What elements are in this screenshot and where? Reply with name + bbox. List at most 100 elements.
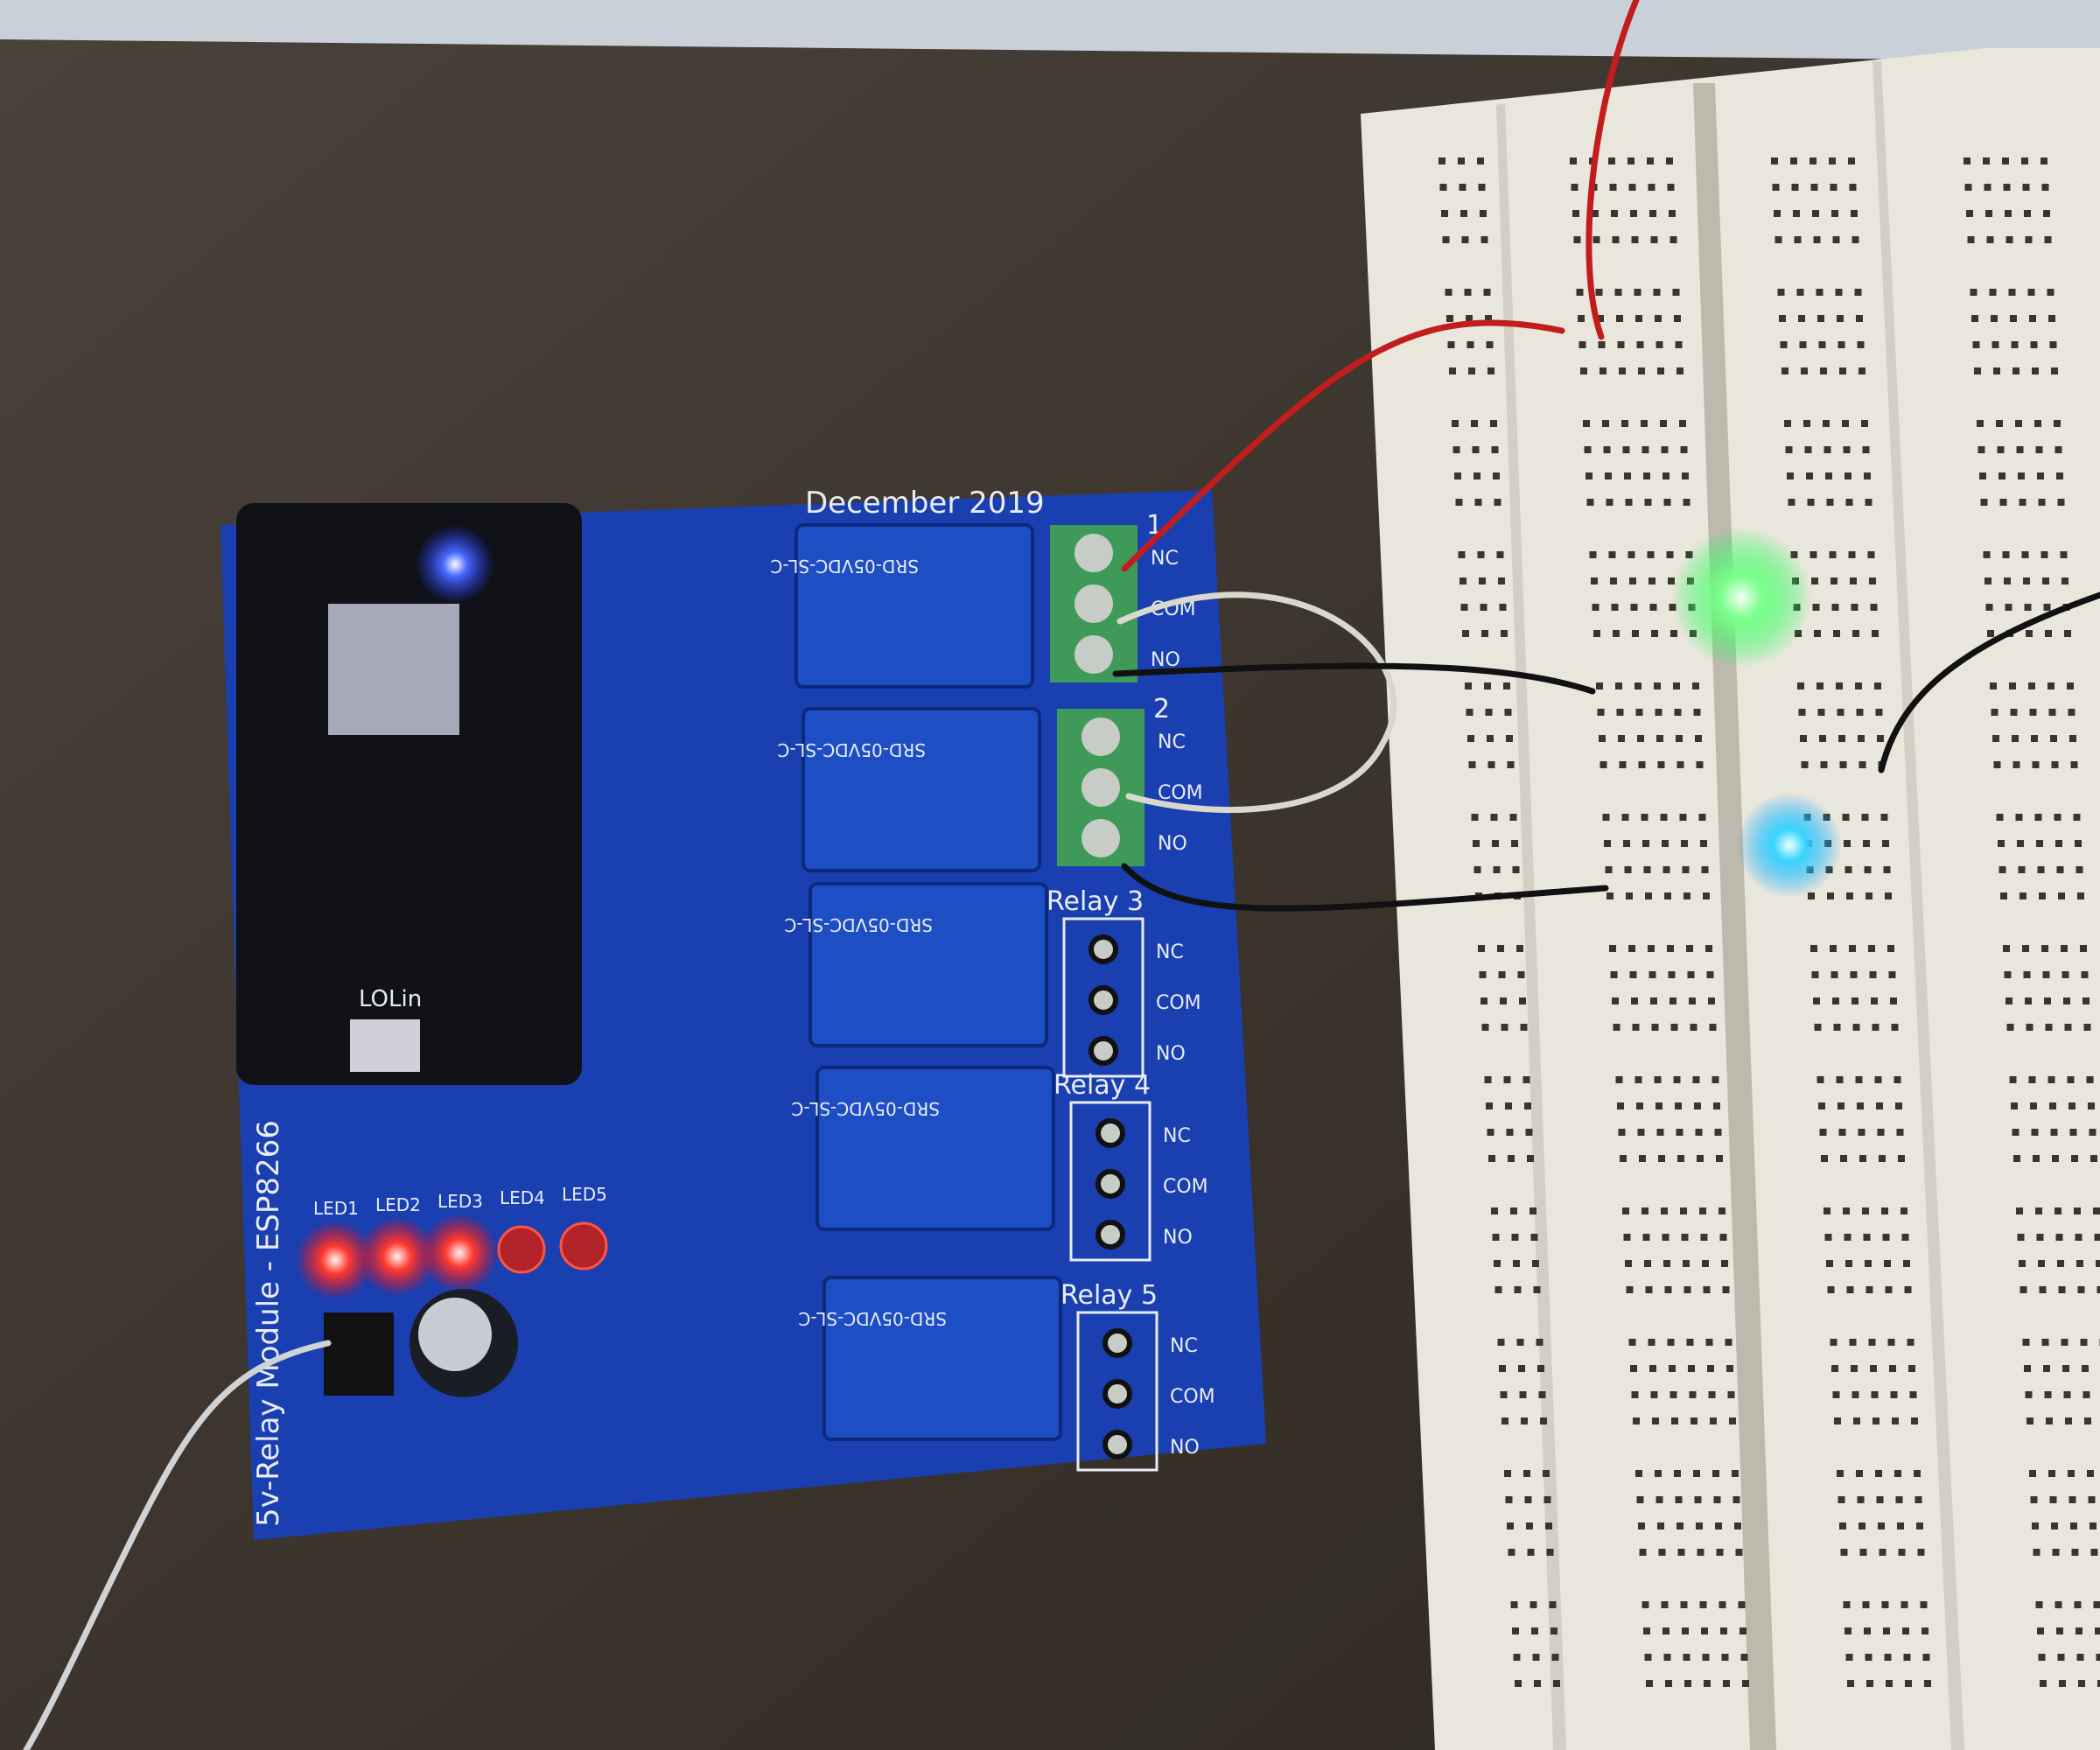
breadboard-hole [1824, 1208, 1830, 1214]
breadboard-hole [2011, 1102, 2018, 1110]
led-label: LED3 [438, 1191, 483, 1212]
breadboard-hole [1676, 1129, 1684, 1136]
breadboard-hole [2076, 1628, 2082, 1634]
breadboard-hole [1479, 578, 1486, 584]
breadboard-hole [1798, 315, 1805, 322]
screw-icon [1082, 768, 1120, 807]
contact-label-no: NO [1151, 649, 1180, 671]
breadboard-hole [1452, 446, 1460, 453]
breadboard-hole [1596, 682, 1603, 690]
breadboard-hole [1735, 1549, 1743, 1556]
breadboard-hole [1674, 709, 1682, 716]
breadboard-hole [2083, 1024, 2091, 1031]
breadboard-hole [1700, 1234, 1708, 1241]
breadboard-hole [1621, 814, 1629, 821]
breadboard-hole [1708, 998, 1715, 1004]
breadboard-hole [1719, 1234, 1727, 1241]
breadboard-hole [1642, 1208, 1648, 1214]
breadboard-hole [1839, 1522, 1846, 1530]
breadboard-hole [2087, 1470, 2094, 1477]
breadboard-hole [1670, 998, 1676, 1004]
breadboard-hole [1474, 472, 1480, 480]
breadboard-hole [2024, 210, 2031, 217]
breadboard-hole [1648, 971, 1656, 978]
breadboard-hole [2010, 315, 2017, 322]
breadboard-hole [1857, 1496, 1865, 1503]
breadboard-hole [1874, 682, 1881, 690]
breadboard-hole [1843, 446, 1851, 453]
breadboard-hole [2050, 735, 2057, 742]
breadboard-hole [1894, 1470, 1901, 1477]
breadboard-hole [2054, 446, 2062, 453]
breadboard-hole [1721, 1260, 1728, 1267]
breadboard-hole [2012, 1129, 2020, 1136]
breadboard-hole [1619, 368, 1626, 374]
breadboard-hole [2023, 578, 2030, 584]
breadboard-hole [2054, 1208, 2062, 1214]
breadboard-hole [1826, 1260, 1833, 1267]
breadboard-hole [2034, 814, 2042, 821]
breadboard-hole [1538, 1391, 1546, 1398]
breadboard-hole [1447, 341, 1455, 348]
breadboard-hole [1592, 604, 1600, 611]
breadboard-hole [1683, 499, 1690, 506]
breadboard-hole [1800, 735, 1807, 742]
breadboard-hole [1613, 630, 1620, 637]
breadboard-hole [1914, 1470, 1921, 1477]
breadboard-hole [1623, 1234, 1631, 1241]
breadboard-hole [1593, 630, 1600, 637]
breadboard-hole [1517, 971, 1525, 978]
breadboard-hole [1734, 1522, 1741, 1530]
breadboard-hole [1732, 1470, 1739, 1477]
breadboard-hole [1673, 1076, 1681, 1083]
breadboard-hole [2059, 1680, 2066, 1687]
breadboard-hole [1686, 1339, 1694, 1346]
breadboard-hole [1702, 1654, 1710, 1661]
breadboard-hole [1839, 368, 1846, 374]
breadboard-hole [1852, 236, 1859, 243]
breadboard-hole [1514, 1286, 1522, 1293]
breadboard-hole [1656, 1496, 1663, 1503]
status-led-2: LED2 [358, 1194, 437, 1296]
breadboard-hole [2025, 1391, 2033, 1398]
breadboard-hole [1493, 472, 1500, 480]
breadboard-hole [1996, 814, 2004, 821]
breadboard-hole [1549, 1601, 1557, 1608]
breadboard-hole [1869, 578, 1876, 584]
breadboard-hole [2094, 1234, 2100, 1241]
breadboard-hole [1592, 236, 1600, 243]
breadboard-hole [2019, 1260, 2026, 1267]
breadboard-hole [1625, 499, 1633, 506]
breadboard-hole [1853, 1418, 1860, 1424]
breadboard-hole [1473, 840, 1480, 847]
breadboard-hole [1972, 341, 1980, 348]
breadboard-hole [1901, 1234, 1909, 1241]
breadboard-hole [2043, 1365, 2050, 1372]
breadboard-hole [1510, 1601, 1518, 1608]
breadboard-hole [1620, 1155, 1627, 1162]
breadboard-hole [2048, 709, 2056, 716]
breadboard-hole [1643, 1628, 1650, 1634]
breadboard-hole [1878, 1522, 1885, 1530]
breadboard-hole [1844, 1628, 1852, 1634]
breadboard-hole [1725, 1339, 1732, 1346]
breadboard-hole [1498, 971, 1506, 978]
breadboard-hole [2069, 1129, 2077, 1136]
breadboard-hole [1808, 892, 1815, 900]
breadboard-hole [2047, 289, 2054, 296]
breadboard-hole [1631, 236, 1639, 243]
breadboard-hole [1638, 368, 1645, 374]
breadboard-hole [1645, 1286, 1653, 1293]
breadboard-hole [1526, 1522, 1533, 1530]
breadboard-hole [2088, 1496, 2096, 1503]
breadboard-hole [1676, 761, 1684, 768]
breadboard-hole [1670, 630, 1677, 637]
relay-part-label: SRD-05VDC-SL-C [791, 1098, 940, 1119]
breadboard-hole [1615, 1076, 1623, 1083]
breadboard-hole [1471, 420, 1478, 427]
breadboard-hole [1895, 1102, 1902, 1110]
breadboard-hole [2093, 1208, 2100, 1214]
breadboard-hole [1653, 289, 1661, 296]
breadboard-hole [1852, 630, 1859, 637]
breadboard-hole [1705, 945, 1712, 952]
